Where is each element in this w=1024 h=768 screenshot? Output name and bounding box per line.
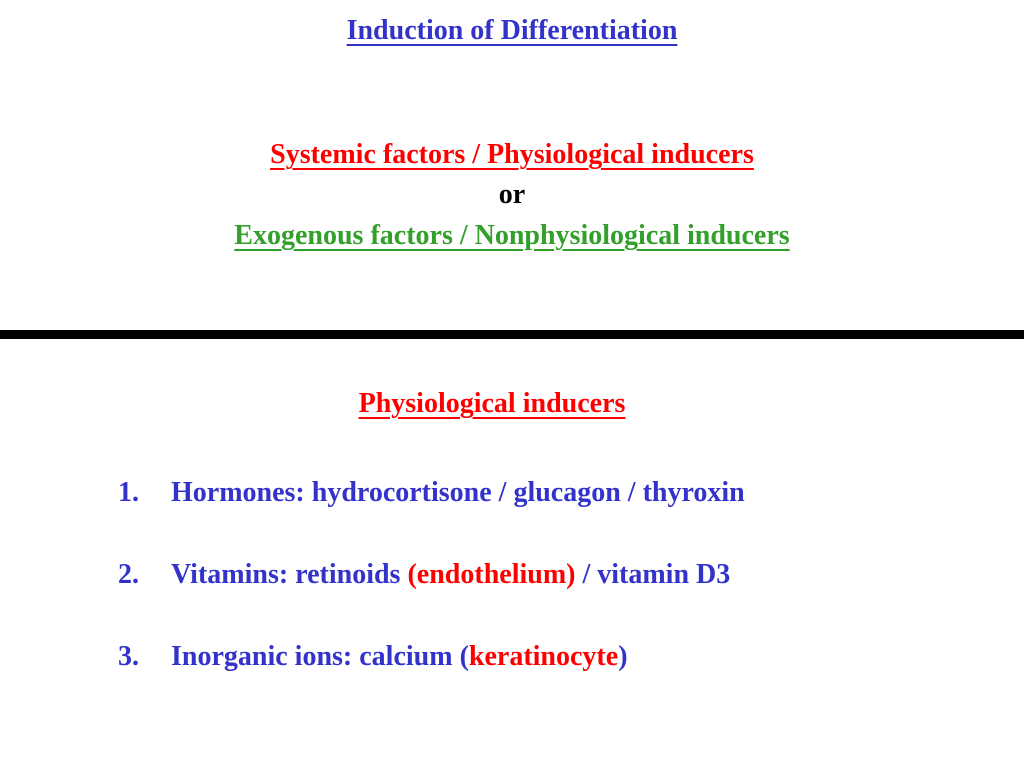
list-item-highlight: (endothelium) <box>407 559 576 590</box>
slide-title-row: Induction of Differentiation <box>0 14 1024 48</box>
list-item-text: Inorganic ions: calcium <box>171 641 460 672</box>
slide-title: Induction of Differentiation <box>346 15 678 46</box>
or-text: or <box>498 179 526 210</box>
list-item-number: 2. <box>118 559 139 590</box>
list-item-number: 1. <box>118 477 139 508</box>
systemic-factors-text: Systemic factors / Physiological inducer… <box>270 139 754 170</box>
list-item-paren-close: ) <box>618 641 628 672</box>
list-item-number: 3. <box>118 641 139 672</box>
list-item-text: Hormones: hydrocortisone / glucagon / th… <box>171 477 745 508</box>
list-item: 3. Inorganic ions: calcium (keratinocyte) <box>118 640 628 674</box>
section-divider <box>0 330 1024 339</box>
or-row: or <box>0 178 1024 212</box>
section-heading: Physiological inducers <box>358 388 626 419</box>
list-item-text-after: / vitamin D3 <box>575 559 731 590</box>
list-item: 1. Hormones: hydrocortisone / glucagon / … <box>118 476 745 510</box>
list-item: 2. Vitamins: retinoids (endothelium) / vi… <box>118 558 730 592</box>
list-item-paren-open: ( <box>459 641 469 672</box>
list-item-text: Vitamins: retinoids <box>171 559 408 590</box>
systemic-factors-row: Systemic factors / Physiological inducer… <box>0 138 1024 172</box>
list-item-highlight: keratinocyte <box>468 641 619 672</box>
exogenous-factors-text: Exogenous factors / Nonphysiological ind… <box>234 220 790 251</box>
exogenous-factors-row: Exogenous factors / Nonphysiological ind… <box>0 219 1024 253</box>
section-heading-row: Physiological inducers <box>0 387 1004 421</box>
